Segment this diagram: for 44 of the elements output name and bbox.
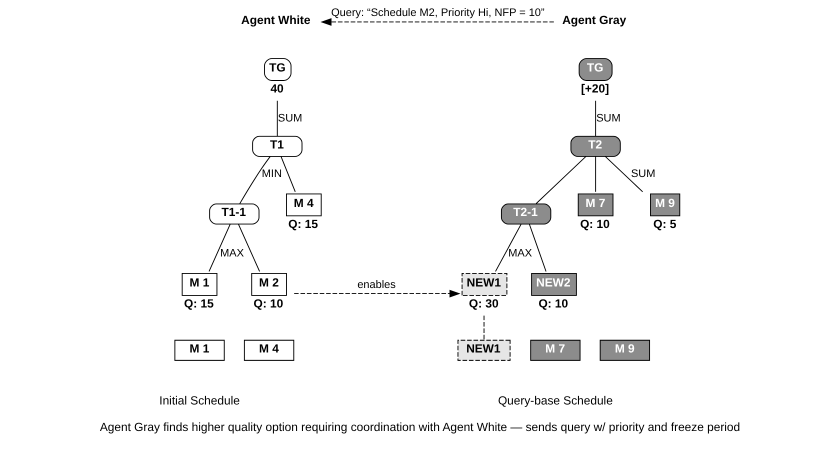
connector	[238, 224, 260, 272]
edge-label: MAX	[220, 248, 244, 260]
edge-label: MAX	[508, 248, 532, 260]
connector	[239, 156, 271, 204]
edge-label: enables	[357, 278, 396, 291]
connector	[528, 224, 546, 272]
connector	[495, 224, 522, 272]
node-text: Agent White	[241, 13, 310, 28]
connector	[208, 224, 231, 272]
node-box: M 1	[174, 340, 225, 361]
edge-label: SUM	[596, 112, 621, 124]
label: Initial Schedule	[159, 394, 240, 408]
node-box: M 4	[244, 340, 294, 361]
node-box: T1-1	[209, 204, 260, 225]
connector	[276, 100, 278, 136]
connector	[280, 156, 296, 192]
connector	[604, 156, 644, 192]
node-text: Agent Gray	[562, 13, 626, 28]
label: Query-base Schedule	[498, 394, 613, 408]
node-box: T2-1	[500, 204, 552, 225]
node-label: Q: 10	[580, 217, 610, 232]
node-box: M 7	[530, 340, 581, 361]
edge-label: Query: “Schedule M2, Priority Hi, NFP = 10”	[331, 7, 545, 20]
node-box: NEW1	[458, 340, 511, 361]
node-label: Q: 10	[254, 296, 284, 311]
node-label: 40	[270, 82, 284, 96]
node-label: Q: 5	[653, 217, 676, 232]
arrow	[320, 18, 554, 26]
connector	[595, 156, 596, 192]
node-label: Q: 10	[538, 296, 568, 311]
arrow	[294, 290, 460, 298]
node-label: Q: 15	[288, 217, 318, 232]
node-label: Q: 15	[184, 296, 214, 311]
caption: Agent Gray finds higher quality option requiring coordination with Agent White — sends query w/ priority and freeze period	[100, 420, 740, 434]
edge-label: SUM	[278, 112, 302, 124]
node-box: M 9	[600, 340, 650, 361]
connector	[536, 156, 586, 204]
connector	[595, 100, 596, 136]
edge-label: SUM	[630, 168, 656, 180]
edge-label: MIN	[262, 168, 282, 180]
node-label: Q: 30	[468, 296, 499, 311]
node-box: T2	[570, 136, 621, 157]
node-label: [+20]	[580, 82, 610, 96]
node-box: T1	[252, 136, 302, 157]
